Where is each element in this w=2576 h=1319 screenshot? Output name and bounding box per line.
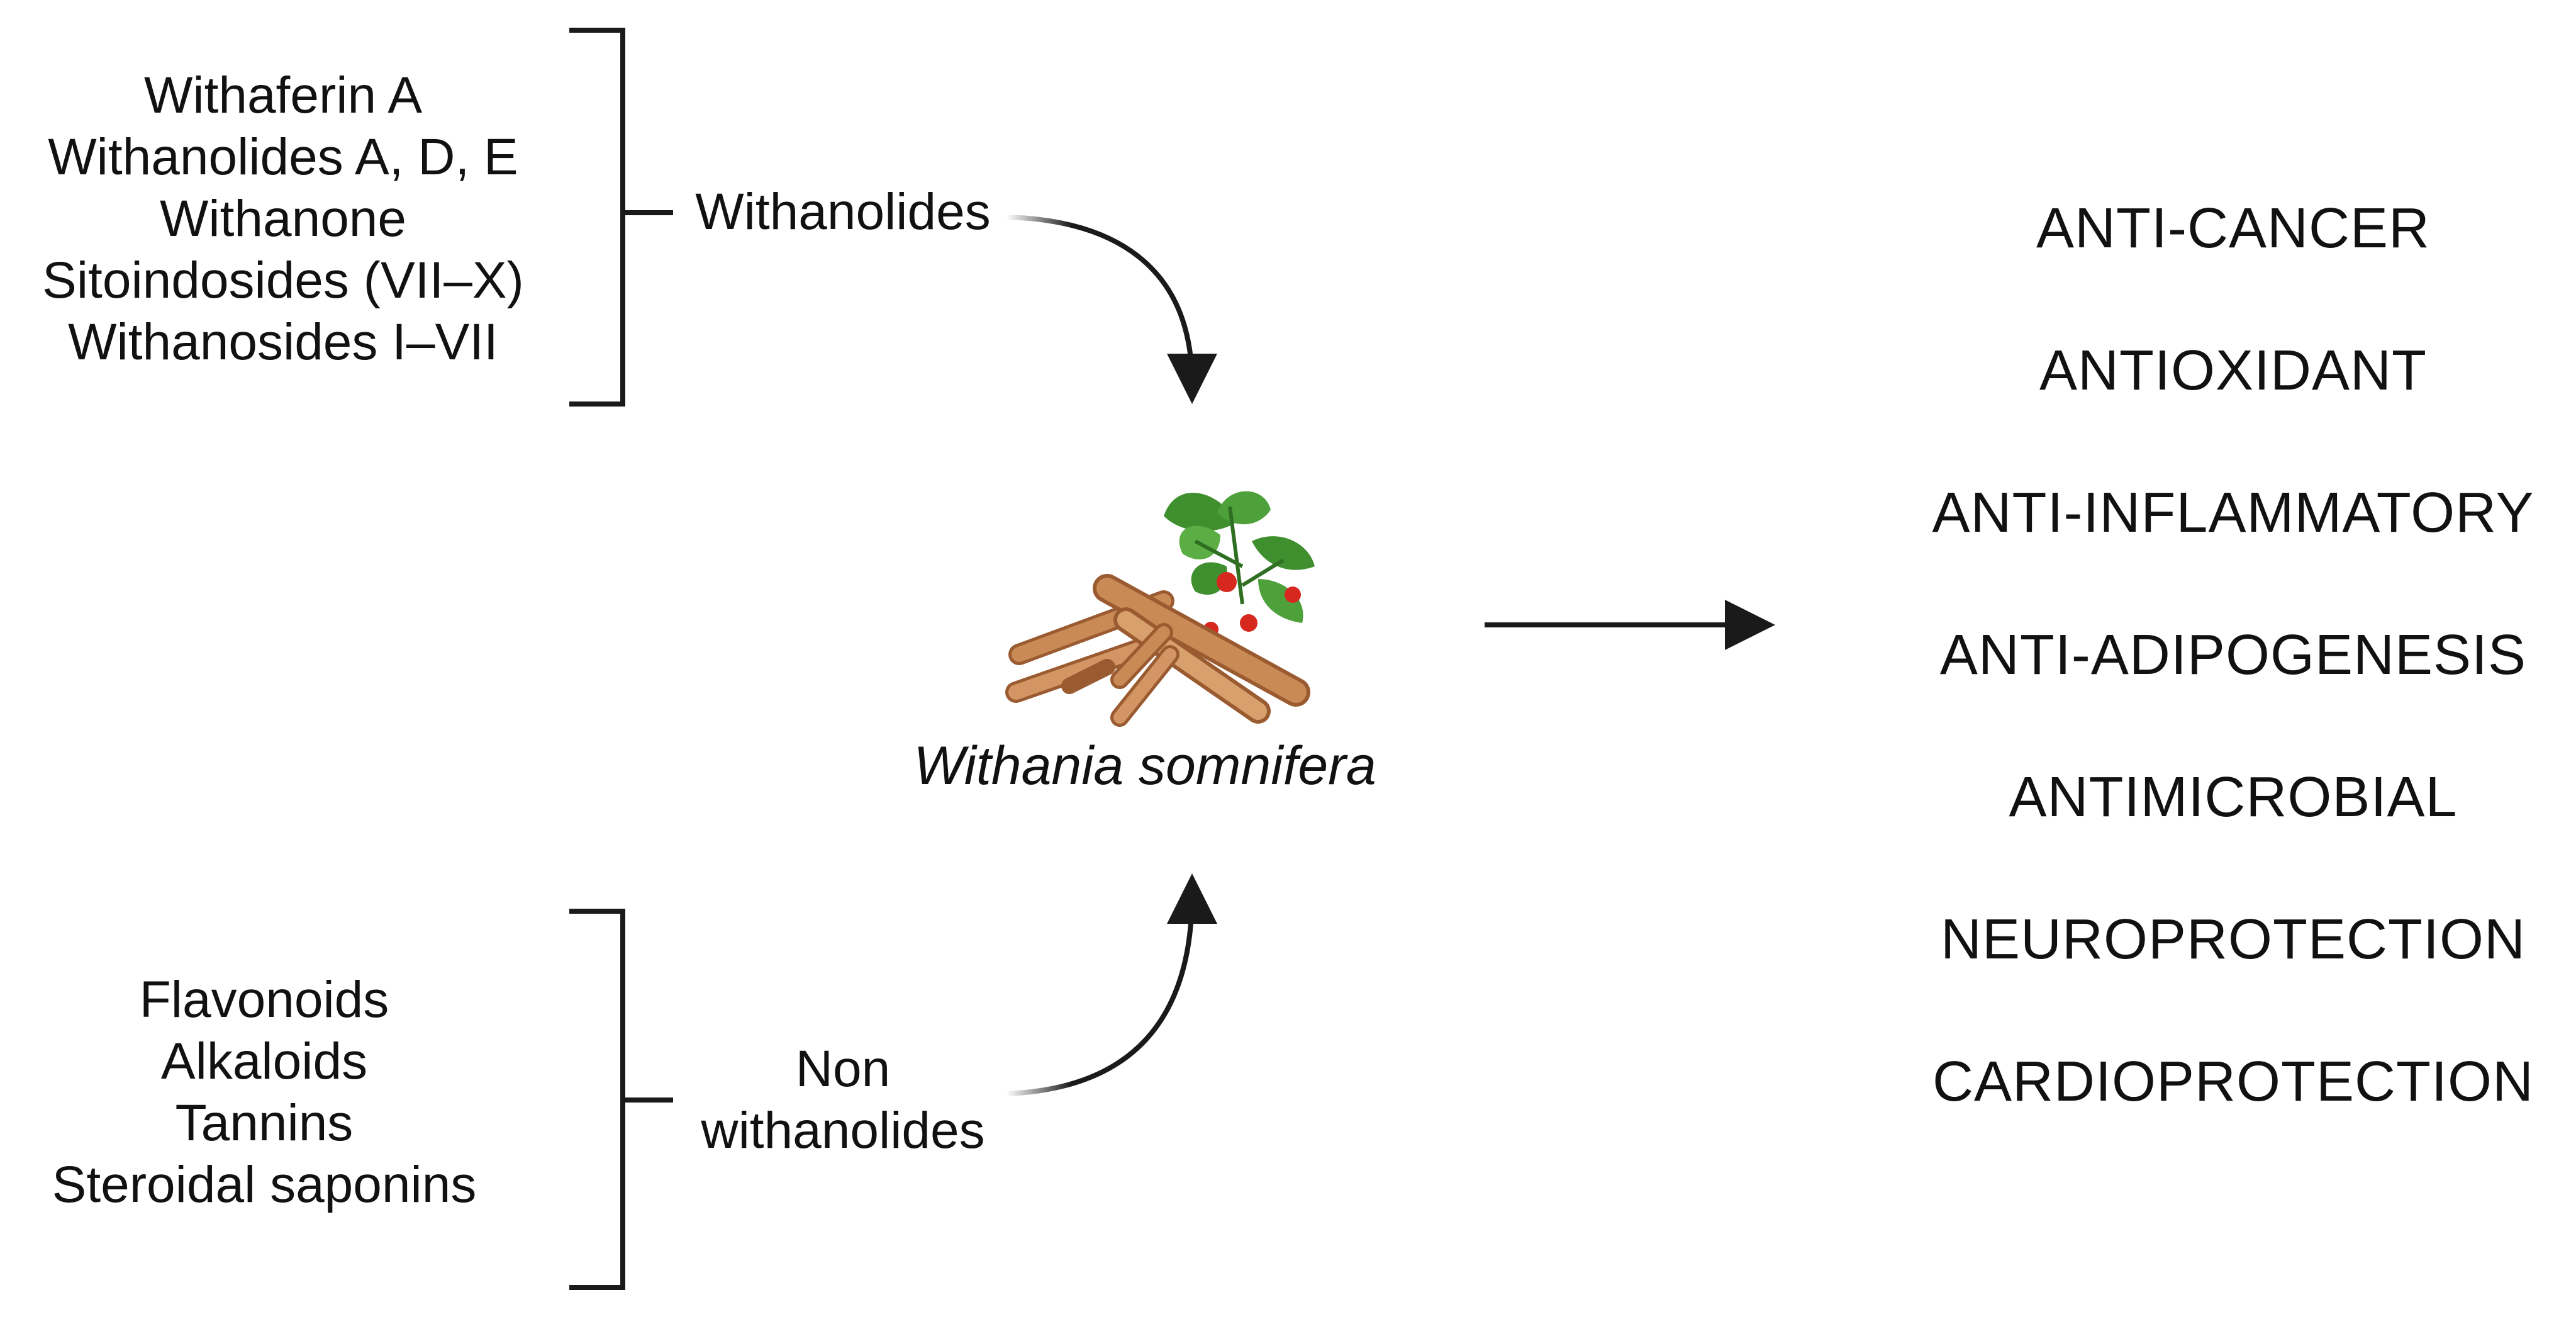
non-withanolides-group-label: Non withanolides (667, 1038, 1019, 1162)
effect-item: ANTI-INFLAMMATORY (1932, 481, 2534, 544)
ashwagandha-root-icon (1005, 491, 1315, 727)
withanolides-bracket (569, 28, 673, 407)
effect-item: NEUROPROTECTION (1940, 907, 2526, 971)
effect-item: ANTI-ADIPOGENESIS (1939, 623, 2527, 687)
compound-item: Alkaloids (160, 1033, 368, 1090)
non-withanolides-bracket (569, 909, 673, 1290)
effect-item: ANTIOXIDANT (2039, 339, 2428, 402)
non-withanolides-arrow (1006, 873, 1217, 1096)
non-withanolides-compound-list: Flavonoids Alkaloids Tannins Steroidal s… (25, 969, 503, 1216)
root-bundle (1005, 574, 1310, 727)
withanolides-group-label: Withanolides (695, 183, 991, 240)
compound-item: Withaferin A (143, 67, 423, 124)
effect-item: ANTIMICROBIAL (2009, 765, 2458, 829)
effect-item: CARDIOPROTECTION (1932, 1050, 2534, 1113)
compound-item: Sitoindosides (VII–X) (42, 252, 524, 309)
compound-item: Tannins (175, 1094, 354, 1152)
plant-name: Withania somnifera (913, 736, 1376, 796)
withanolides-compound-list: Withaferin A Withanolides A, D, E Withan… (25, 65, 541, 373)
compound-item: Withanosides I–VII (68, 313, 498, 371)
effects-list: ANTI-CANCER ANTIOXIDANT ANTI-INFLAMMATOR… (1900, 157, 2567, 1153)
compound-item: Steroidal saponins (52, 1156, 477, 1213)
group-label-line: withanolides (701, 1102, 985, 1159)
effect-item: ANTI-CANCER (2036, 196, 2430, 260)
group-label-line: Non (795, 1040, 891, 1097)
compound-item: Withanone (159, 190, 407, 247)
withanolides-arrow (1006, 215, 1217, 404)
compound-item: Flavonoids (139, 971, 389, 1028)
compound-item: Withanolides A, D, E (48, 128, 518, 186)
leaf-cluster (1164, 491, 1315, 637)
